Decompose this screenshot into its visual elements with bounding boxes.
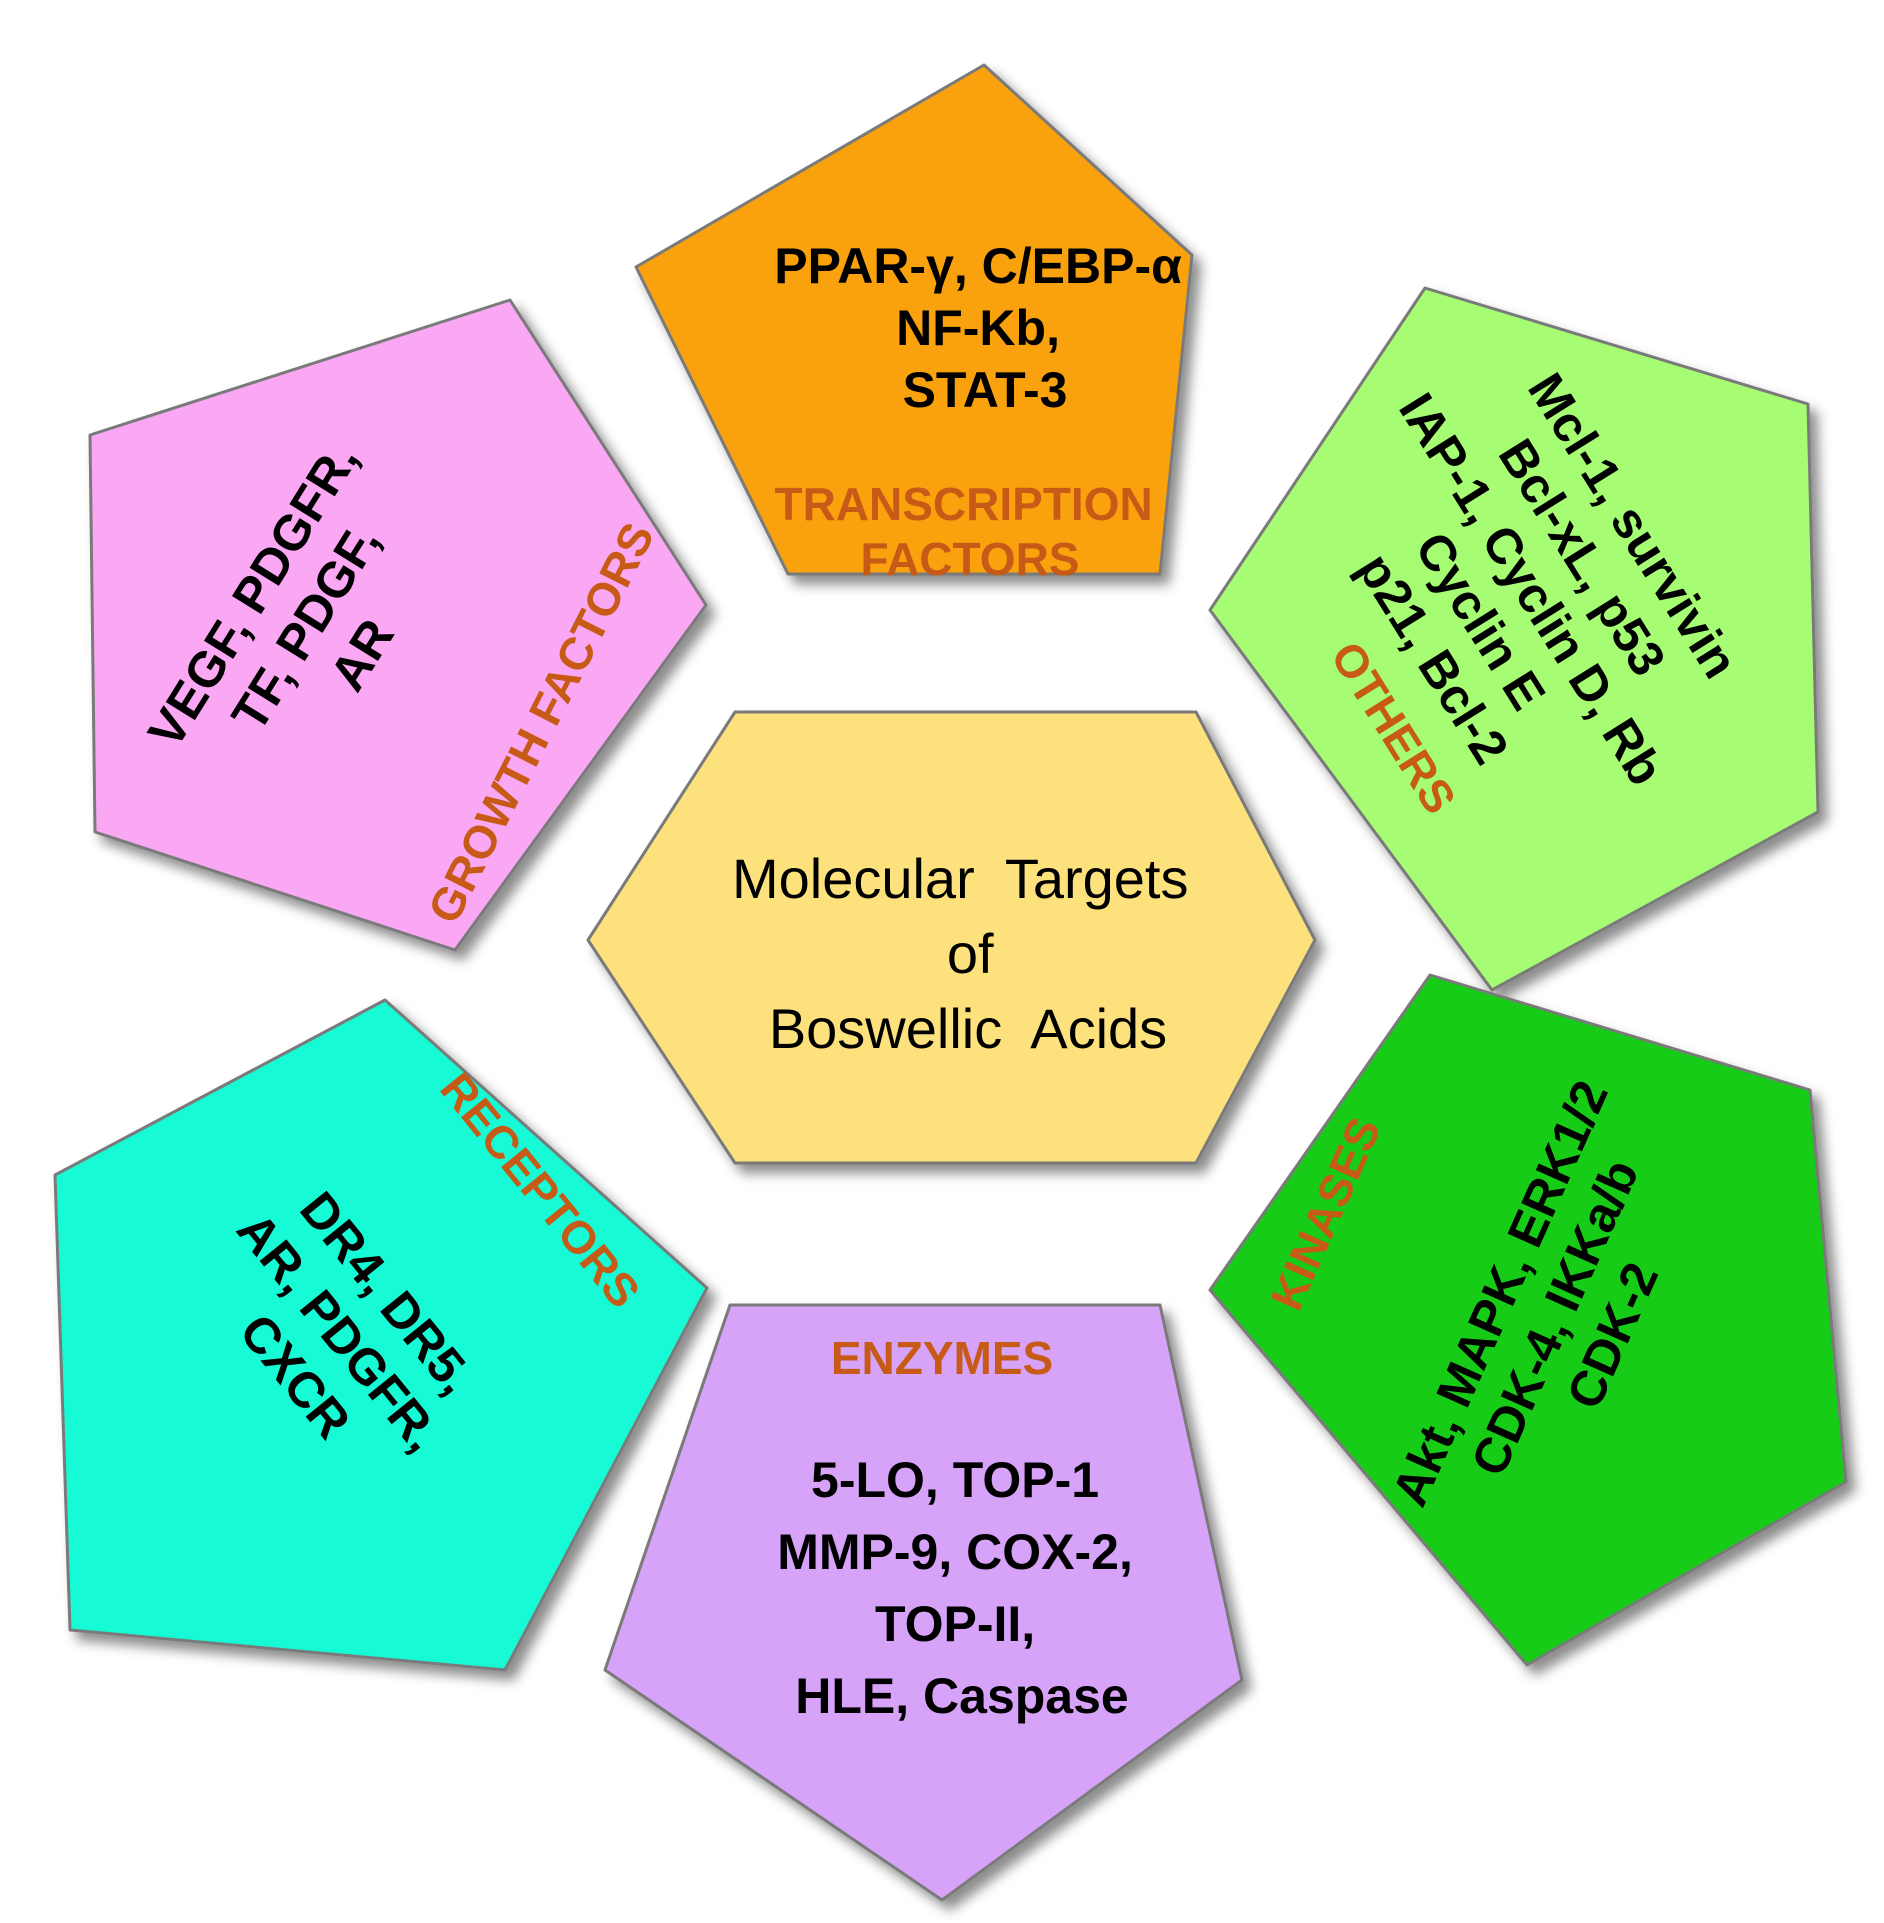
center-hexagon (586, 710, 1317, 1165)
svg-text:ENZYMES: ENZYMES (831, 1332, 1053, 1384)
transcription-factors-pentagon (634, 63, 1194, 576)
transcription-factors-group: PPAR-γ, C/EBP-α NF-Kb, STAT-3 TRANSCRIPT… (634, 63, 1196, 585)
others-pentagon (1208, 286, 1820, 992)
others-group: Mcl-1, survivin Bcl-xL, p53 IAP-1, Cycli… (1208, 286, 1820, 992)
center-title-line-3: Boswellic Acids (769, 997, 1167, 1060)
svg-text:Molecular Targets of: Molecular Targets of Boswellic Acids (732, 847, 1204, 1060)
receptors-group: DR4, DR5, AR, PDGFR, CXCR RECEPTORS (53, 998, 709, 1672)
growth-factors-group: VEGF, PDGFR, TF, PDGF, AR GROWTH FACTORS (88, 298, 708, 952)
svg-text:PPAR-γ, C/EBP-α NF-Kb,: PPAR-γ, C/EBP-α NF-Kb, STAT-3 (774, 238, 1196, 418)
enzymes-category: ENZYMES (831, 1332, 1053, 1384)
center-group: Molecular Targets of Boswellic Acids (586, 710, 1317, 1165)
enzymes-group: ENZYMES 5-LO, TOP-1 MMP-9, COX-2, TOP-II… (603, 1303, 1244, 1902)
center-title-line-1: Molecular Targets (732, 847, 1189, 910)
transcription-item-2: NF-Kb, (896, 300, 1060, 356)
kinases-pentagon (1208, 973, 1848, 1667)
enzymes-item-3: TOP-II, (875, 1596, 1035, 1652)
enzymes-item-1: 5-LO, TOP-1 (811, 1452, 1099, 1508)
enzymes-pentagon (603, 1303, 1244, 1902)
svg-text:5-LO, TOP-1 MMP-9, COX-: 5-LO, TOP-1 MMP-9, COX-2, TOP-II, HLE, C… (777, 1452, 1147, 1724)
transcription-item-1: PPAR-γ, C/EBP-α (774, 238, 1182, 294)
growth-factors-pentagon (88, 298, 708, 952)
center-title-line-2: of (947, 922, 994, 985)
transcription-category-line-2: FACTORS (861, 533, 1080, 585)
transcription-category-line-1: TRANSCRIPTION (774, 478, 1152, 530)
receptors-pentagon (53, 998, 709, 1672)
enzymes-item-2: MMP-9, COX-2, (777, 1524, 1133, 1580)
enzymes-item-4: HLE, Caspase (795, 1668, 1128, 1724)
svg-text:TRANSCRIPTION FACTORS: TRANSCRIPTION FACTORS (774, 478, 1165, 585)
transcription-item-3: STAT-3 (903, 362, 1068, 418)
kinases-group: Akt, MAPK, ERK1/2 CDK-4, IKKa/b CDK-2 KI… (1208, 973, 1848, 1667)
